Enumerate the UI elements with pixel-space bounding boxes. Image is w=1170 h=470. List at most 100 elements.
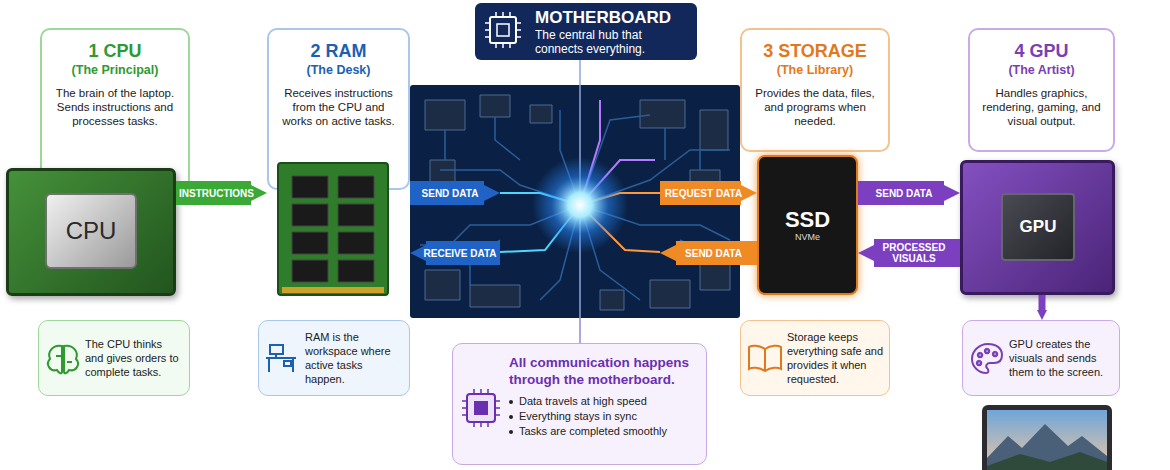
connector-line xyxy=(579,318,581,343)
connector-arrow xyxy=(410,193,484,194)
component-card: 1 CPU(The Principal) The brain of the lap… xyxy=(40,28,190,190)
header-subtitle: The central hub that connects everything… xyxy=(535,28,691,56)
laptop-screen xyxy=(987,410,1107,470)
connector-line xyxy=(874,239,960,267)
cpu-chip-content: CPU xyxy=(45,193,137,269)
note-box: Storage keeps everything safe and provid… xyxy=(740,320,890,396)
brain-icon xyxy=(48,346,78,374)
note-text: GPU creates the visuals and sends them t… xyxy=(1009,337,1113,379)
card-subtitle: (The Artist) xyxy=(978,62,1105,78)
component-card-content: 2 RAM(The Desk) Receives instructions fro… xyxy=(269,30,408,128)
connector-label: REQUEST DATA xyxy=(659,188,748,199)
mountains xyxy=(987,424,1107,470)
card-subtitle: (The Principal) xyxy=(50,62,180,78)
desk-icon xyxy=(266,345,296,372)
component-card: 4 GPU(The Artist) Handles graphics, rende… xyxy=(968,28,1115,152)
gpu-chip: GPU xyxy=(960,160,1115,295)
card-title: 2 RAM xyxy=(277,40,400,62)
bullet-item: Everything stays in sync xyxy=(509,409,698,424)
gold-contacts xyxy=(282,287,384,293)
chip-icon-pins xyxy=(485,12,521,48)
card-description: Provides the data, files, and programs w… xyxy=(750,86,880,128)
card-title: 4 GPU xyxy=(978,40,1105,62)
connector-arrow xyxy=(580,318,581,343)
info-heading: All communication happens through the mo… xyxy=(509,354,698,388)
palette-dots xyxy=(977,349,997,365)
palette-icon xyxy=(972,344,1002,373)
connector-line xyxy=(426,241,500,265)
card-subtitle: (The Desk) xyxy=(277,62,400,78)
chip-icon-pins xyxy=(462,389,500,427)
chip-label: SSD xyxy=(785,208,830,232)
board-traces xyxy=(420,110,730,300)
connector-arrow xyxy=(426,253,500,254)
note-box-content: GPU creates the visuals and sends them t… xyxy=(1009,321,1113,395)
connector-arrow xyxy=(858,193,944,194)
note-box-content: Storage keeps everything safe and provid… xyxy=(787,321,883,395)
hub-glow xyxy=(532,157,628,253)
book-icon xyxy=(749,346,781,371)
component-card-content: 1 CPU(The Principal) The brain of the lap… xyxy=(42,30,188,128)
bullet-item: Data travels at high speed xyxy=(509,394,698,409)
card-description: Receives instructions from the CPU and w… xyxy=(277,86,400,128)
ssd-drive: SSDNVMe xyxy=(757,155,858,295)
note-box: RAM is the workspace where active tasks … xyxy=(258,320,410,396)
connector-label: RECEIVE DATA xyxy=(419,248,501,259)
chip-icon xyxy=(462,389,500,427)
connector-arrow xyxy=(676,253,757,254)
note-box-content: The CPU thinks and gives orders to compl… xyxy=(85,321,183,395)
motherboard-hub-content: MOTHERBOARDThe central hub that connects… xyxy=(475,3,697,60)
cpu-chip: CPU xyxy=(6,168,176,296)
info-box: All communication happens through the mo… xyxy=(452,343,707,465)
circuit-board xyxy=(410,85,740,318)
connector-line xyxy=(410,181,484,205)
connector-line xyxy=(1039,295,1046,310)
connector-label: PROCESSED VISUALS xyxy=(867,242,961,264)
connector-label: SEND DATA xyxy=(857,188,951,199)
motherboard-hub: MOTHERBOARDThe central hub that connects… xyxy=(500,3,660,318)
note-box: The CPU thinks and gives orders to compl… xyxy=(38,320,190,396)
note-text: Storage keeps everything safe and provid… xyxy=(787,330,883,386)
chip-icon-outline xyxy=(490,17,516,43)
chip-sublabel: NVMe xyxy=(795,232,820,243)
laptop-frame xyxy=(982,405,1112,470)
connector-arrow xyxy=(874,253,960,254)
note-text: RAM is the workspace where active tasks … xyxy=(305,330,403,386)
bullet-item: Tasks are completed smoothly xyxy=(509,424,698,439)
connector-arrow xyxy=(176,193,251,194)
ssd-drive-content: SSDNVMe xyxy=(759,157,856,293)
chip-label: CPU xyxy=(66,217,117,245)
gpu-chip-content: GPU xyxy=(1001,193,1075,261)
connector-arrow xyxy=(660,193,741,194)
chip-icon-outline xyxy=(467,394,495,422)
card-description: The brain of the laptop. Sends instructi… xyxy=(50,86,180,128)
hills xyxy=(987,452,1107,470)
note-text: The CPU thinks and gives orders to compl… xyxy=(85,337,183,379)
component-card-content: 3 STORAGE(The Library) Provides the data,… xyxy=(742,30,888,128)
component-card: 3 STORAGE(The Library) Provides the data,… xyxy=(740,28,890,152)
chip-icon-core xyxy=(497,24,509,36)
card-title: 1 CPU xyxy=(50,40,180,62)
component-card-content: 4 GPU(The Artist) Handles graphics, rende… xyxy=(970,30,1113,128)
connector-label: INSTRUCTIONS xyxy=(175,188,258,199)
component-card: 2 RAM(The Desk) Receives instructions fro… xyxy=(267,28,410,190)
connector-line xyxy=(660,181,741,205)
card-description: Handles graphics, rendering, gaming, and… xyxy=(978,86,1105,128)
connector-arrow xyxy=(1042,295,1043,310)
connector-line xyxy=(676,241,757,265)
connector-label: SEND DATA xyxy=(669,248,758,259)
header-title: MOTHERBOARD xyxy=(535,8,691,28)
note-box: GPU creates the visuals and sends them t… xyxy=(962,320,1120,396)
card-subtitle: (The Library) xyxy=(750,62,880,78)
card-title: 3 STORAGE xyxy=(750,40,880,62)
chip-icon xyxy=(485,12,521,48)
connector-line xyxy=(858,181,944,205)
chip-icon-core xyxy=(474,401,488,415)
memory-chips xyxy=(292,176,374,282)
note-box-content: RAM is the workspace where active tasks … xyxy=(305,321,403,395)
info-box-content: All communication happens through the mo… xyxy=(509,354,698,439)
